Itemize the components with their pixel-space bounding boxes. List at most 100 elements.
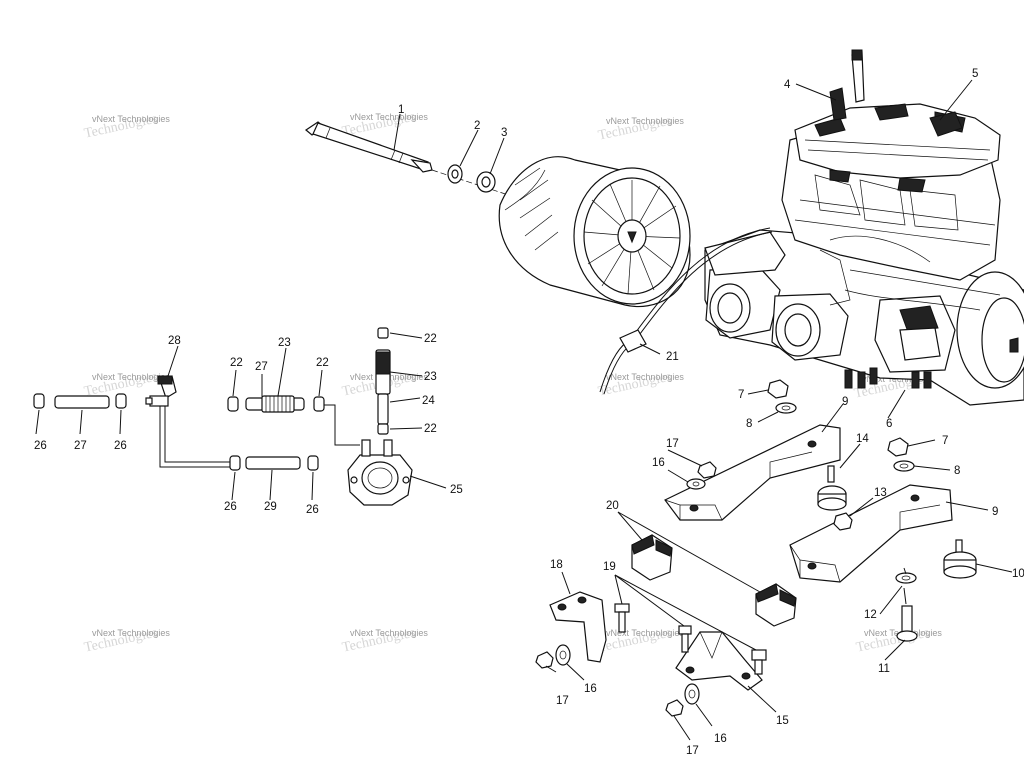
watermark-text: vNext Technologies — [606, 372, 684, 382]
callout-22: 22 — [424, 423, 437, 435]
callout-13: 13 — [874, 487, 887, 499]
watermark: Technologies vNext Technologies — [83, 626, 171, 656]
callout-8: 8 — [954, 465, 960, 477]
part-washer — [555, 644, 571, 666]
part-nut — [767, 379, 789, 399]
engine-studs — [844, 367, 932, 389]
callout-26: 26 — [224, 501, 237, 513]
part-washer — [775, 402, 797, 414]
part-vertical-hose — [375, 327, 391, 435]
part-hose-with-filter — [245, 395, 305, 413]
part-washer — [447, 164, 463, 184]
callout-20: 20 — [606, 500, 619, 512]
watermark-text: vNext Technologies — [92, 628, 170, 638]
part-rubber-block — [631, 534, 673, 581]
watermark: Technologies vNext Technologies — [83, 112, 171, 142]
callout-25: 25 — [450, 484, 463, 496]
part-washer — [893, 460, 915, 472]
callout-7: 7 — [738, 389, 744, 401]
part-bolt — [678, 625, 692, 653]
callout-22: 22 — [316, 357, 329, 369]
leader-lines — [35, 79, 1013, 741]
part-washer — [686, 478, 706, 490]
part-hose-clamp — [307, 455, 319, 471]
callout-5: 5 — [972, 68, 978, 80]
watermark: Technologies vNext Technologies — [83, 370, 171, 400]
callout-23: 23 — [424, 371, 437, 383]
part-nut — [887, 437, 909, 457]
callout-1: 1 — [398, 104, 404, 116]
callout-2: 2 — [474, 120, 480, 132]
callout-6: 6 — [886, 418, 892, 430]
part-hose-clamp — [229, 455, 241, 471]
part-nut — [833, 512, 853, 531]
part-hose — [54, 395, 110, 409]
part-rubber-mount — [943, 539, 977, 579]
callout-labels: 1 2 3 4 5 6 7 7 8 8 9 9 10 11 12 13 14 1… — [34, 68, 1024, 757]
part-mount-bracket — [675, 631, 763, 691]
callout-17: 17 — [666, 438, 679, 450]
callout-15: 15 — [776, 715, 789, 727]
watermark-text: vNext Technologies — [92, 372, 170, 382]
watermark-text: vNext Technologies — [606, 116, 684, 126]
part-bolt — [896, 605, 918, 642]
watermark: Technologies vNext Technologies — [341, 626, 429, 656]
callout-9: 9 — [842, 396, 848, 408]
callout-29: 29 — [264, 501, 277, 513]
part-washer — [684, 683, 700, 705]
part-engine-bracket — [664, 424, 841, 521]
part-spacer — [476, 171, 496, 193]
callout-19: 19 — [603, 561, 616, 573]
watermark-text: vNext Technologies — [350, 628, 428, 638]
part-rubber-mount — [817, 465, 847, 511]
callout-22: 22 — [230, 357, 243, 369]
callout-16: 16 — [652, 457, 665, 469]
callout-27: 27 — [74, 440, 87, 452]
watermark-text: vNext Technologies — [350, 112, 428, 122]
part-nut — [535, 651, 554, 669]
callout-26: 26 — [306, 504, 319, 516]
part-hose-clamp — [313, 396, 325, 412]
callout-4: 4 — [784, 79, 791, 91]
callout-8: 8 — [746, 418, 752, 430]
part-nut — [697, 461, 717, 479]
part-fuel-pump — [347, 439, 413, 506]
callout-24: 24 — [422, 395, 435, 407]
part-hose-clamp — [115, 393, 127, 409]
part-engine-bracket — [789, 484, 953, 583]
callout-26: 26 — [114, 440, 127, 452]
callout-7: 7 — [942, 435, 948, 447]
callout-27: 27 — [255, 361, 268, 373]
watermark-text: vNext Technologies — [606, 628, 684, 638]
part-hose — [245, 456, 301, 470]
callout-11: 11 — [878, 663, 890, 675]
part-fuel-fitting — [145, 375, 177, 407]
callout-22: 22 — [424, 333, 437, 345]
callout-10: 10 — [1012, 568, 1024, 580]
callout-3: 3 — [501, 127, 507, 139]
callout-16: 16 — [714, 733, 727, 745]
callout-26: 26 — [34, 440, 47, 452]
callout-16: 16 — [584, 683, 597, 695]
part-rubber-block — [755, 583, 797, 627]
watermark: Technologies vNext Technologies — [855, 626, 943, 656]
callout-28: 28 — [168, 335, 181, 347]
callout-12: 12 — [864, 609, 877, 621]
part-mount-bracket — [549, 591, 607, 663]
callout-23: 23 — [278, 337, 291, 349]
callout-14: 14 — [856, 433, 869, 445]
watermark: Technologies vNext Technologies — [597, 114, 685, 144]
callout-18: 18 — [550, 559, 563, 571]
fuel-lines — [159, 400, 360, 468]
callout-17: 17 — [686, 745, 699, 757]
watermark: Technologies vNext Technologies — [597, 370, 685, 400]
callout-9: 9 — [992, 506, 998, 518]
part-hose-clamp — [33, 393, 45, 409]
part-hose-clamp — [227, 396, 239, 412]
callout-17: 17 — [556, 695, 569, 707]
drive-clutch — [498, 156, 691, 308]
part-bolt — [304, 121, 433, 173]
exhaust-ports — [705, 267, 849, 361]
part-washer — [895, 572, 917, 584]
